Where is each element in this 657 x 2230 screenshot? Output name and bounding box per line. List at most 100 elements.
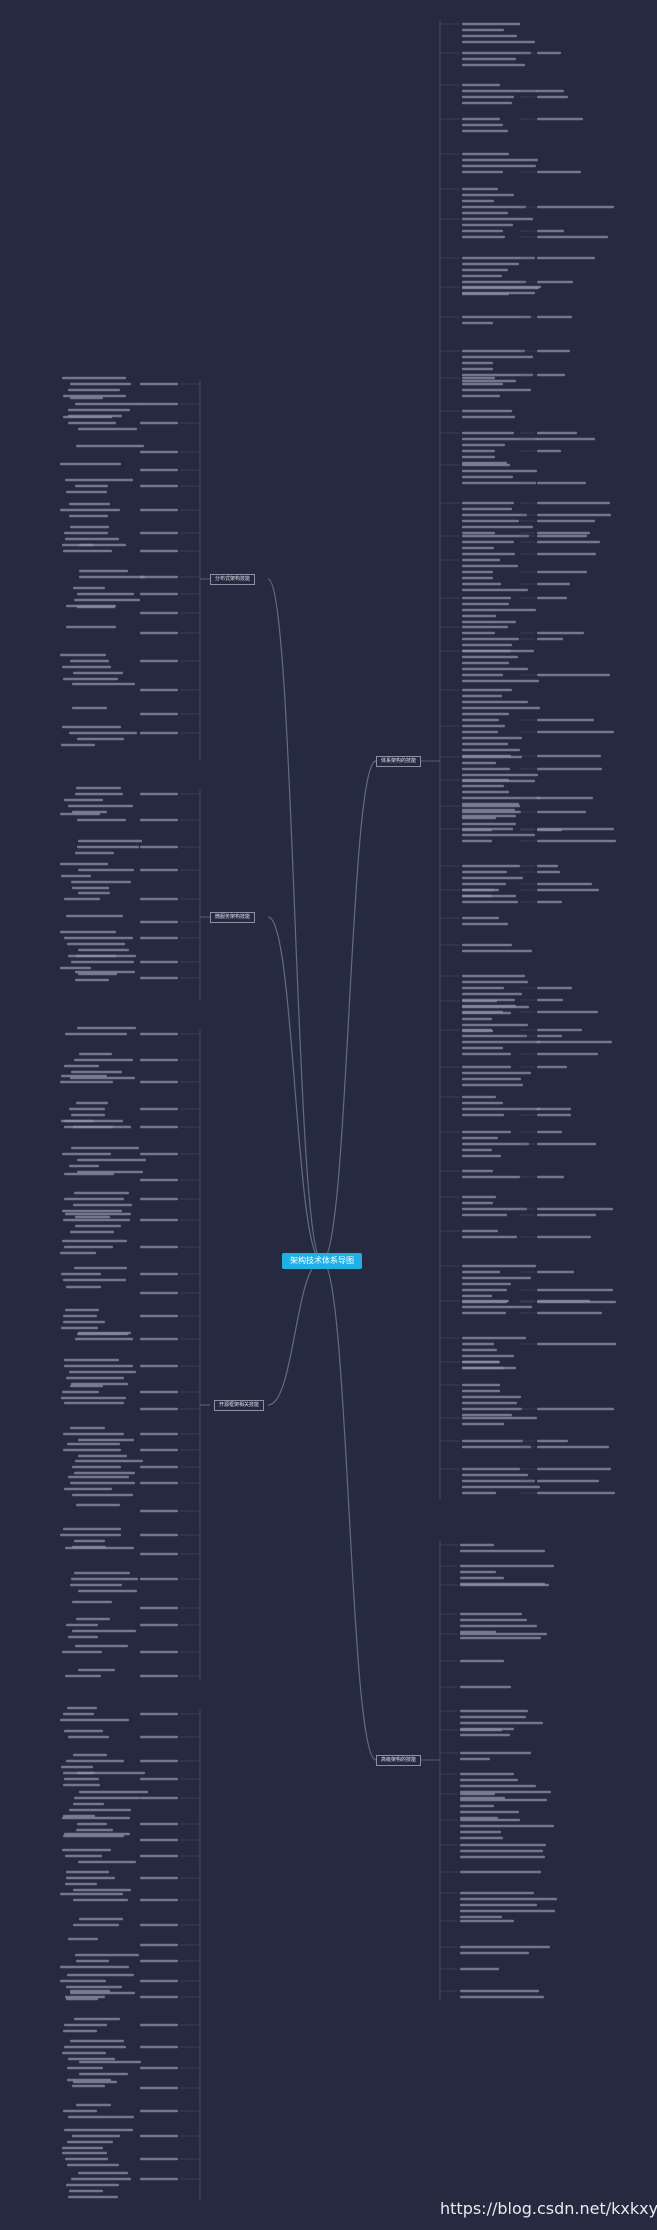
- leaf-text-placeholder: [71, 1146, 139, 1150]
- node-text-placeholder: [462, 437, 538, 441]
- node-text-placeholder: [462, 449, 495, 453]
- leaf-text-placeholder: [77, 1170, 143, 1174]
- node-text-placeholder: [460, 1757, 490, 1761]
- node-text-placeholder: [140, 960, 178, 964]
- leaf-text-placeholder: [73, 1125, 113, 1129]
- node-text-placeholder: [462, 129, 508, 133]
- leaf-text-placeholder: [78, 839, 142, 843]
- node-text-placeholder: [460, 1967, 499, 1971]
- leaf-text-placeholder: [69, 1808, 131, 1812]
- leaf-text-placeholder: [537, 280, 573, 284]
- leaf-text-placeholder: [537, 552, 596, 556]
- node-text-placeholder: [140, 1923, 178, 1927]
- node-text-placeholder: [140, 421, 178, 425]
- node-text-placeholder: [460, 1549, 545, 1553]
- branch-upper-left[interactable]: 分布式架构技能: [210, 574, 256, 585]
- branch-bottom-right[interactable]: 高级架构的技能: [376, 1755, 422, 1766]
- node-text-placeholder: [462, 1213, 507, 1217]
- node-text-placeholder: [140, 1979, 178, 1983]
- node-text-placeholder: [140, 1959, 178, 1963]
- node-text-placeholder: [460, 1995, 544, 1999]
- leaf-text-placeholder: [537, 519, 595, 523]
- leaf-text-placeholder: [77, 1026, 136, 1030]
- node-text-placeholder: [140, 1314, 178, 1318]
- leaf-text-placeholder: [60, 1892, 123, 1896]
- leaf-text-placeholder: [537, 1288, 613, 1292]
- node-text-placeholder: [140, 1876, 178, 1880]
- node-text-placeholder: [140, 1674, 178, 1678]
- node-text-placeholder: [462, 1413, 512, 1417]
- node-text-placeholder: [140, 818, 178, 822]
- node-text-placeholder: [462, 513, 527, 517]
- node-text-placeholder: [462, 614, 496, 618]
- node-text-placeholder: [462, 373, 533, 377]
- node-text-placeholder: [140, 712, 178, 716]
- leaf-text-placeholder: [65, 1546, 134, 1550]
- branch-top-right[interactable]: 体系架构的技能: [376, 756, 422, 767]
- node-text-placeholder: [140, 1838, 178, 1842]
- leaf-text-placeholder: [60, 1979, 106, 1983]
- branch-lower-left[interactable]: 开源框架相关技能: [214, 1400, 265, 1411]
- node-text-placeholder: [462, 158, 538, 162]
- leaf-text-placeholder: [60, 1251, 96, 1255]
- node-text-placeholder: [462, 694, 502, 698]
- leaf-text-placeholder: [537, 1445, 609, 1449]
- leaf-text-placeholder: [74, 1266, 127, 1270]
- leaf-text-placeholder: [73, 1898, 128, 1902]
- node-text-placeholder: [462, 736, 522, 740]
- node-text-placeholder: [462, 602, 509, 606]
- node-text-placeholder: [462, 1389, 500, 1393]
- leaf-text-placeholder: [64, 1119, 94, 1123]
- node-text-placeholder: [140, 1448, 178, 1452]
- node-text-placeholder: [462, 784, 504, 788]
- node-text-placeholder: [462, 894, 516, 898]
- leaf-text-placeholder: [66, 1285, 101, 1289]
- node-text-placeholder: [462, 1113, 504, 1117]
- node-text-placeholder: [140, 1650, 178, 1654]
- node-text-placeholder: [140, 1995, 178, 1999]
- node-text-placeholder: [140, 976, 178, 980]
- leaf-text-placeholder: [73, 1203, 132, 1207]
- leaf-text-placeholder: [67, 942, 125, 946]
- central-topic[interactable]: 架构技术体系导图: [282, 1253, 362, 1269]
- node-text-placeholder: [462, 1439, 523, 1443]
- node-text-placeholder: [460, 1870, 541, 1874]
- leaf-text-placeholder: [537, 534, 587, 538]
- leaf-text-placeholder: [76, 2103, 111, 2107]
- leaf-text-placeholder: [61, 874, 91, 878]
- leaf-text-placeholder: [537, 1010, 598, 1014]
- node-text-placeholder: [140, 468, 178, 472]
- node-text-placeholder: [462, 1479, 535, 1483]
- leaf-text-placeholder: [537, 256, 595, 260]
- leaf-text-placeholder: [537, 89, 564, 93]
- node-text-placeholder: [462, 315, 531, 319]
- leaf-text-placeholder: [73, 1923, 119, 1927]
- node-text-placeholder: [460, 1891, 534, 1895]
- node-text-placeholder: [140, 1735, 178, 1739]
- leaf-text-placeholder: [79, 1917, 123, 1921]
- node-text-placeholder: [462, 949, 532, 953]
- leaf-text-placeholder: [73, 1802, 104, 1806]
- node-text-placeholder: [462, 1005, 529, 1009]
- node-text-placeholder: [462, 1034, 527, 1038]
- leaf-text-placeholder: [78, 1860, 136, 1864]
- node-text-placeholder: [462, 382, 503, 386]
- node-text-placeholder: [460, 1951, 529, 1955]
- leaf-text-placeholder: [74, 1191, 129, 1195]
- node-text-placeholder: [462, 888, 494, 892]
- leaf-text-placeholder: [64, 1172, 114, 1176]
- node-text-placeholder: [462, 1083, 523, 1087]
- node-text-placeholder: [462, 1107, 540, 1111]
- leaf-text-placeholder: [63, 1432, 124, 1436]
- node-text-placeholder: [462, 1395, 521, 1399]
- node-text-placeholder: [140, 2134, 178, 2138]
- leaf-text-placeholder: [75, 851, 114, 855]
- leaf-text-placeholder: [63, 2029, 97, 2033]
- leaf-text-placeholder: [537, 1142, 596, 1146]
- branch-mid-left[interactable]: 微服务架构技能: [210, 912, 256, 923]
- node-text-placeholder: [462, 1028, 492, 1032]
- leaf-text-placeholder: [68, 1937, 98, 1941]
- node-text-placeholder: [462, 596, 511, 600]
- node-text-placeholder: [140, 1606, 178, 1610]
- node-text-placeholder: [462, 1342, 494, 1346]
